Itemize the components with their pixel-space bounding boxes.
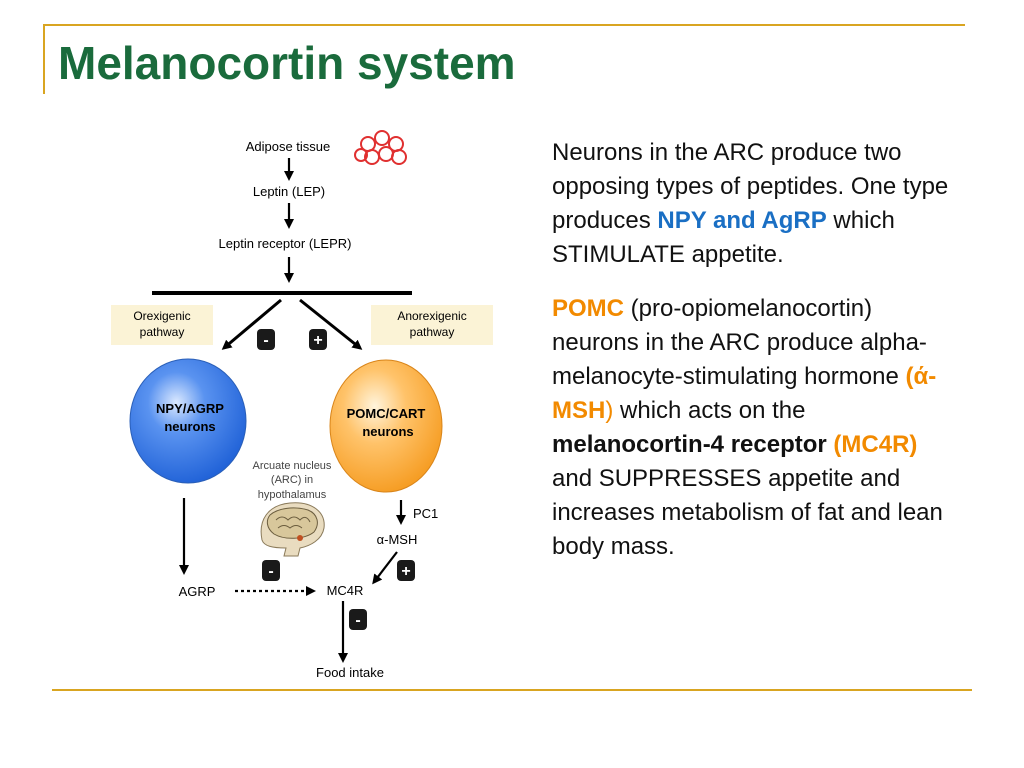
arc-line3: hypothalamus xyxy=(258,489,327,501)
paragraph-pomc: POMC (pro-opiomelanocortin) neurons in t… xyxy=(552,292,962,564)
p2-text-b: which acts on the xyxy=(613,397,806,424)
arc-line1: Arcuate nucleus xyxy=(253,460,332,472)
mc4r-label: MC4R xyxy=(327,583,364,598)
brain-icon xyxy=(260,502,325,557)
minus-sign-npy-text: - xyxy=(263,332,268,349)
plus-sign-pomc xyxy=(309,329,327,350)
mc4-receptor-bold: melanocortin-4 receptor xyxy=(552,431,827,458)
msh-paren-open: ( xyxy=(905,363,914,390)
slide-title: Melanocortin system xyxy=(58,37,516,89)
bottom-rule xyxy=(52,689,972,691)
npy-agrp-neuron xyxy=(129,358,247,484)
leptin-label: Leptin (LEP) xyxy=(253,184,325,199)
adipose-label: Adipose tissue xyxy=(246,139,331,154)
minus-sign-npy xyxy=(257,329,275,350)
adipose-cells-icon xyxy=(354,130,407,165)
arrow-to-npy xyxy=(221,298,282,350)
pomc-line2: neurons xyxy=(362,424,413,439)
pomc-line1: POMC/CART xyxy=(347,406,426,421)
msh-label: α-MSH xyxy=(377,532,418,547)
leptin-receptor-label: Leptin receptor (LEPR) xyxy=(219,236,352,251)
p2-text-c: and SUPPRESSES appetite and increases me… xyxy=(552,465,943,560)
npy-agrp-highlight: NPY and AgRP xyxy=(657,207,827,234)
msh-paren-close: ) xyxy=(605,397,614,424)
agrp-label: AGRP xyxy=(179,584,216,599)
npy-line1: NPY/AGRP xyxy=(156,401,224,416)
melanocortin-diagram: Adipose tissue Leptin (LEP) Leptin recep… xyxy=(111,130,493,680)
left-rule xyxy=(43,24,45,94)
anorexigenic-line1: Anorexigenic xyxy=(397,309,466,323)
arrow-msh-mc4r xyxy=(372,551,398,585)
p1-text-b: which STIMULATE appetite. xyxy=(552,207,895,268)
orexigenic-line2: pathway xyxy=(140,325,185,339)
food-intake-label: Food intake xyxy=(316,665,384,680)
anorexigenic-line2: pathway xyxy=(410,325,455,339)
pc1-label: PC1 xyxy=(413,506,438,521)
minus-sign-mc4r-text: - xyxy=(355,612,360,629)
minus-sign-agrp-text: - xyxy=(268,563,273,580)
msh-highlight: ά-MSH xyxy=(552,363,937,424)
orexigenic-box xyxy=(111,305,213,345)
p2-text-a: (pro-opiomelanocortin) neurons in the AR… xyxy=(552,295,927,390)
p1-text-a: Neurons in the ARC produce two opposing … xyxy=(552,139,949,234)
explanation-text: Neurons in the ARC produce two opposing … xyxy=(552,136,962,584)
arc-line2: (ARC) in xyxy=(271,474,313,486)
plus-sign-pomc-text: + xyxy=(313,332,322,349)
pomc-cart-neuron xyxy=(329,359,443,493)
minus-sign-agrp xyxy=(262,560,280,581)
paragraph-npy: Neurons in the ARC produce two opposing … xyxy=(552,136,962,272)
mc4r-highlight: (MC4R) xyxy=(833,431,918,458)
top-rule xyxy=(43,24,965,26)
minus-sign-mc4r xyxy=(349,609,367,630)
arrow-to-pomc xyxy=(299,298,363,350)
orexigenic-line1: Orexigenic xyxy=(133,309,190,323)
npy-line2: neurons xyxy=(164,419,215,434)
pomc-highlight: POMC xyxy=(552,295,624,322)
anorexigenic-box xyxy=(371,305,493,345)
plus-sign-msh-text: + xyxy=(401,563,410,580)
plus-sign-msh xyxy=(397,560,415,581)
